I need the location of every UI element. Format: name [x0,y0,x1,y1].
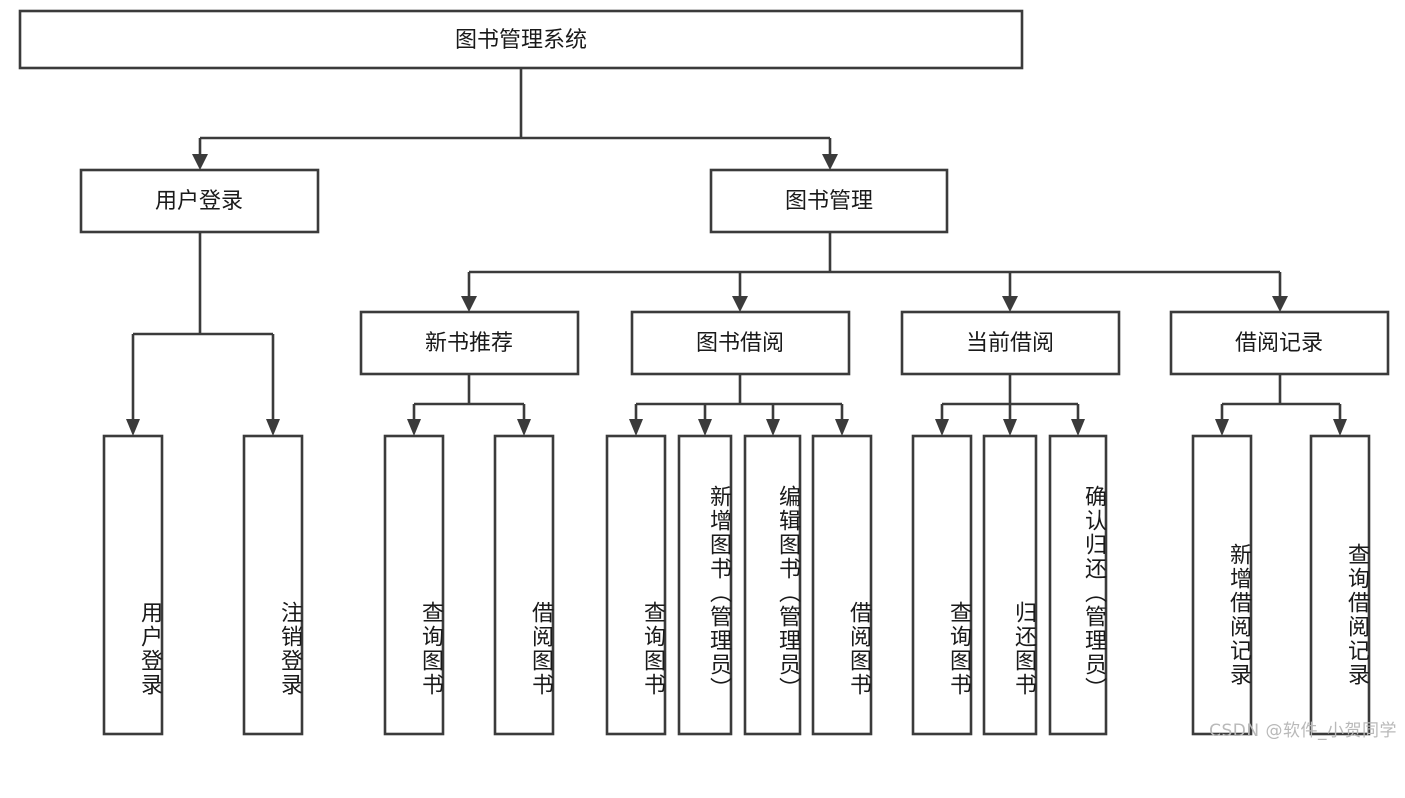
diagram-canvas: 图书管理系统 用户登录 图书管理 新书推荐 图书借阅 当前借阅 借阅记录 [18,9,1397,741]
node-leaf-query-book-2-box[interactable] [605,434,667,736]
arrow-head-borrow-record [1272,296,1288,312]
csdn-watermark: CSDN @软件_小贺同学 [1209,721,1397,741]
arrow-head-leaf-query-book-1 [407,419,421,436]
node-book-management-box[interactable] [709,168,949,234]
node-current-borrow-box[interactable] [900,310,1121,376]
node-leaf-query-book-3-box[interactable] [911,434,973,736]
arrow-head-book-borrow [732,296,748,312]
node-leaf-user-login-box[interactable] [102,434,164,736]
arrow-head-current-borrow [1002,296,1018,312]
arrow-head-leaf-add-record [1215,419,1229,436]
arrow-head-leaf-query-record [1333,419,1347,436]
node-leaf-add-book-box[interactable] [677,434,733,736]
node-leaf-confirm-return-box[interactable] [1048,434,1108,736]
node-leaf-borrow-book-1-box[interactable] [493,434,555,736]
arrow-head-leaf-return-book [1003,419,1017,436]
node-leaf-edit-book-box[interactable] [743,434,802,736]
node-book-management-label: 图书管理 [785,189,873,214]
arrow-head-leaf-borrow-book-2 [835,419,849,436]
node-leaf-user-logout-box[interactable] [242,434,304,736]
node-leaf-return-book-box[interactable] [982,434,1038,736]
node-leaf-query-record-box[interactable] [1309,434,1371,736]
connector-group [126,68,1347,436]
arrow-head-book-management [822,154,838,170]
node-borrow-record-box[interactable] [1169,310,1390,376]
node-new-book-recommend-label: 新书推荐 [425,331,513,356]
node-new-book-recommend-box[interactable] [359,310,580,376]
node-root-label: 图书管理系统 [455,28,587,53]
node-leaf-query-book-1-box[interactable] [383,434,445,736]
node-root-box[interactable] [18,9,1024,70]
node-leaf-borrow-book-2-box[interactable] [811,434,873,736]
arrow-head-leaf-query-book-3 [935,419,949,436]
arrow-head-new-book-recommend [461,296,477,312]
arrow-head-leaf-query-book-2 [629,419,643,436]
arrow-head-leaf-confirm-return [1071,419,1085,436]
arrow-head-leaf-user-logout [266,419,280,436]
node-book-borrow-label: 图书借阅 [696,331,784,356]
node-group: 图书管理系统 用户登录 图书管理 新书推荐 图书借阅 当前借阅 借阅记录 [18,9,1390,736]
arrow-head-leaf-add-book [698,419,712,436]
node-leaf-add-record-box[interactable] [1191,434,1253,736]
node-current-borrow-label: 当前借阅 [966,331,1054,356]
node-user-login-box[interactable] [79,168,320,234]
arrow-head-leaf-edit-book [766,419,780,436]
flowchart-svg: 图书管理系统 用户登录 图书管理 新书推荐 图书借阅 当前借阅 借阅记录 [18,9,1390,736]
arrow-head-user-login [192,154,208,170]
node-user-login-label: 用户登录 [155,189,243,214]
node-borrow-record-label: 借阅记录 [1235,331,1323,356]
arrow-head-leaf-borrow-book-1 [517,419,531,436]
arrow-head-leaf-user-login [126,419,140,436]
node-book-borrow-box[interactable] [630,310,851,376]
